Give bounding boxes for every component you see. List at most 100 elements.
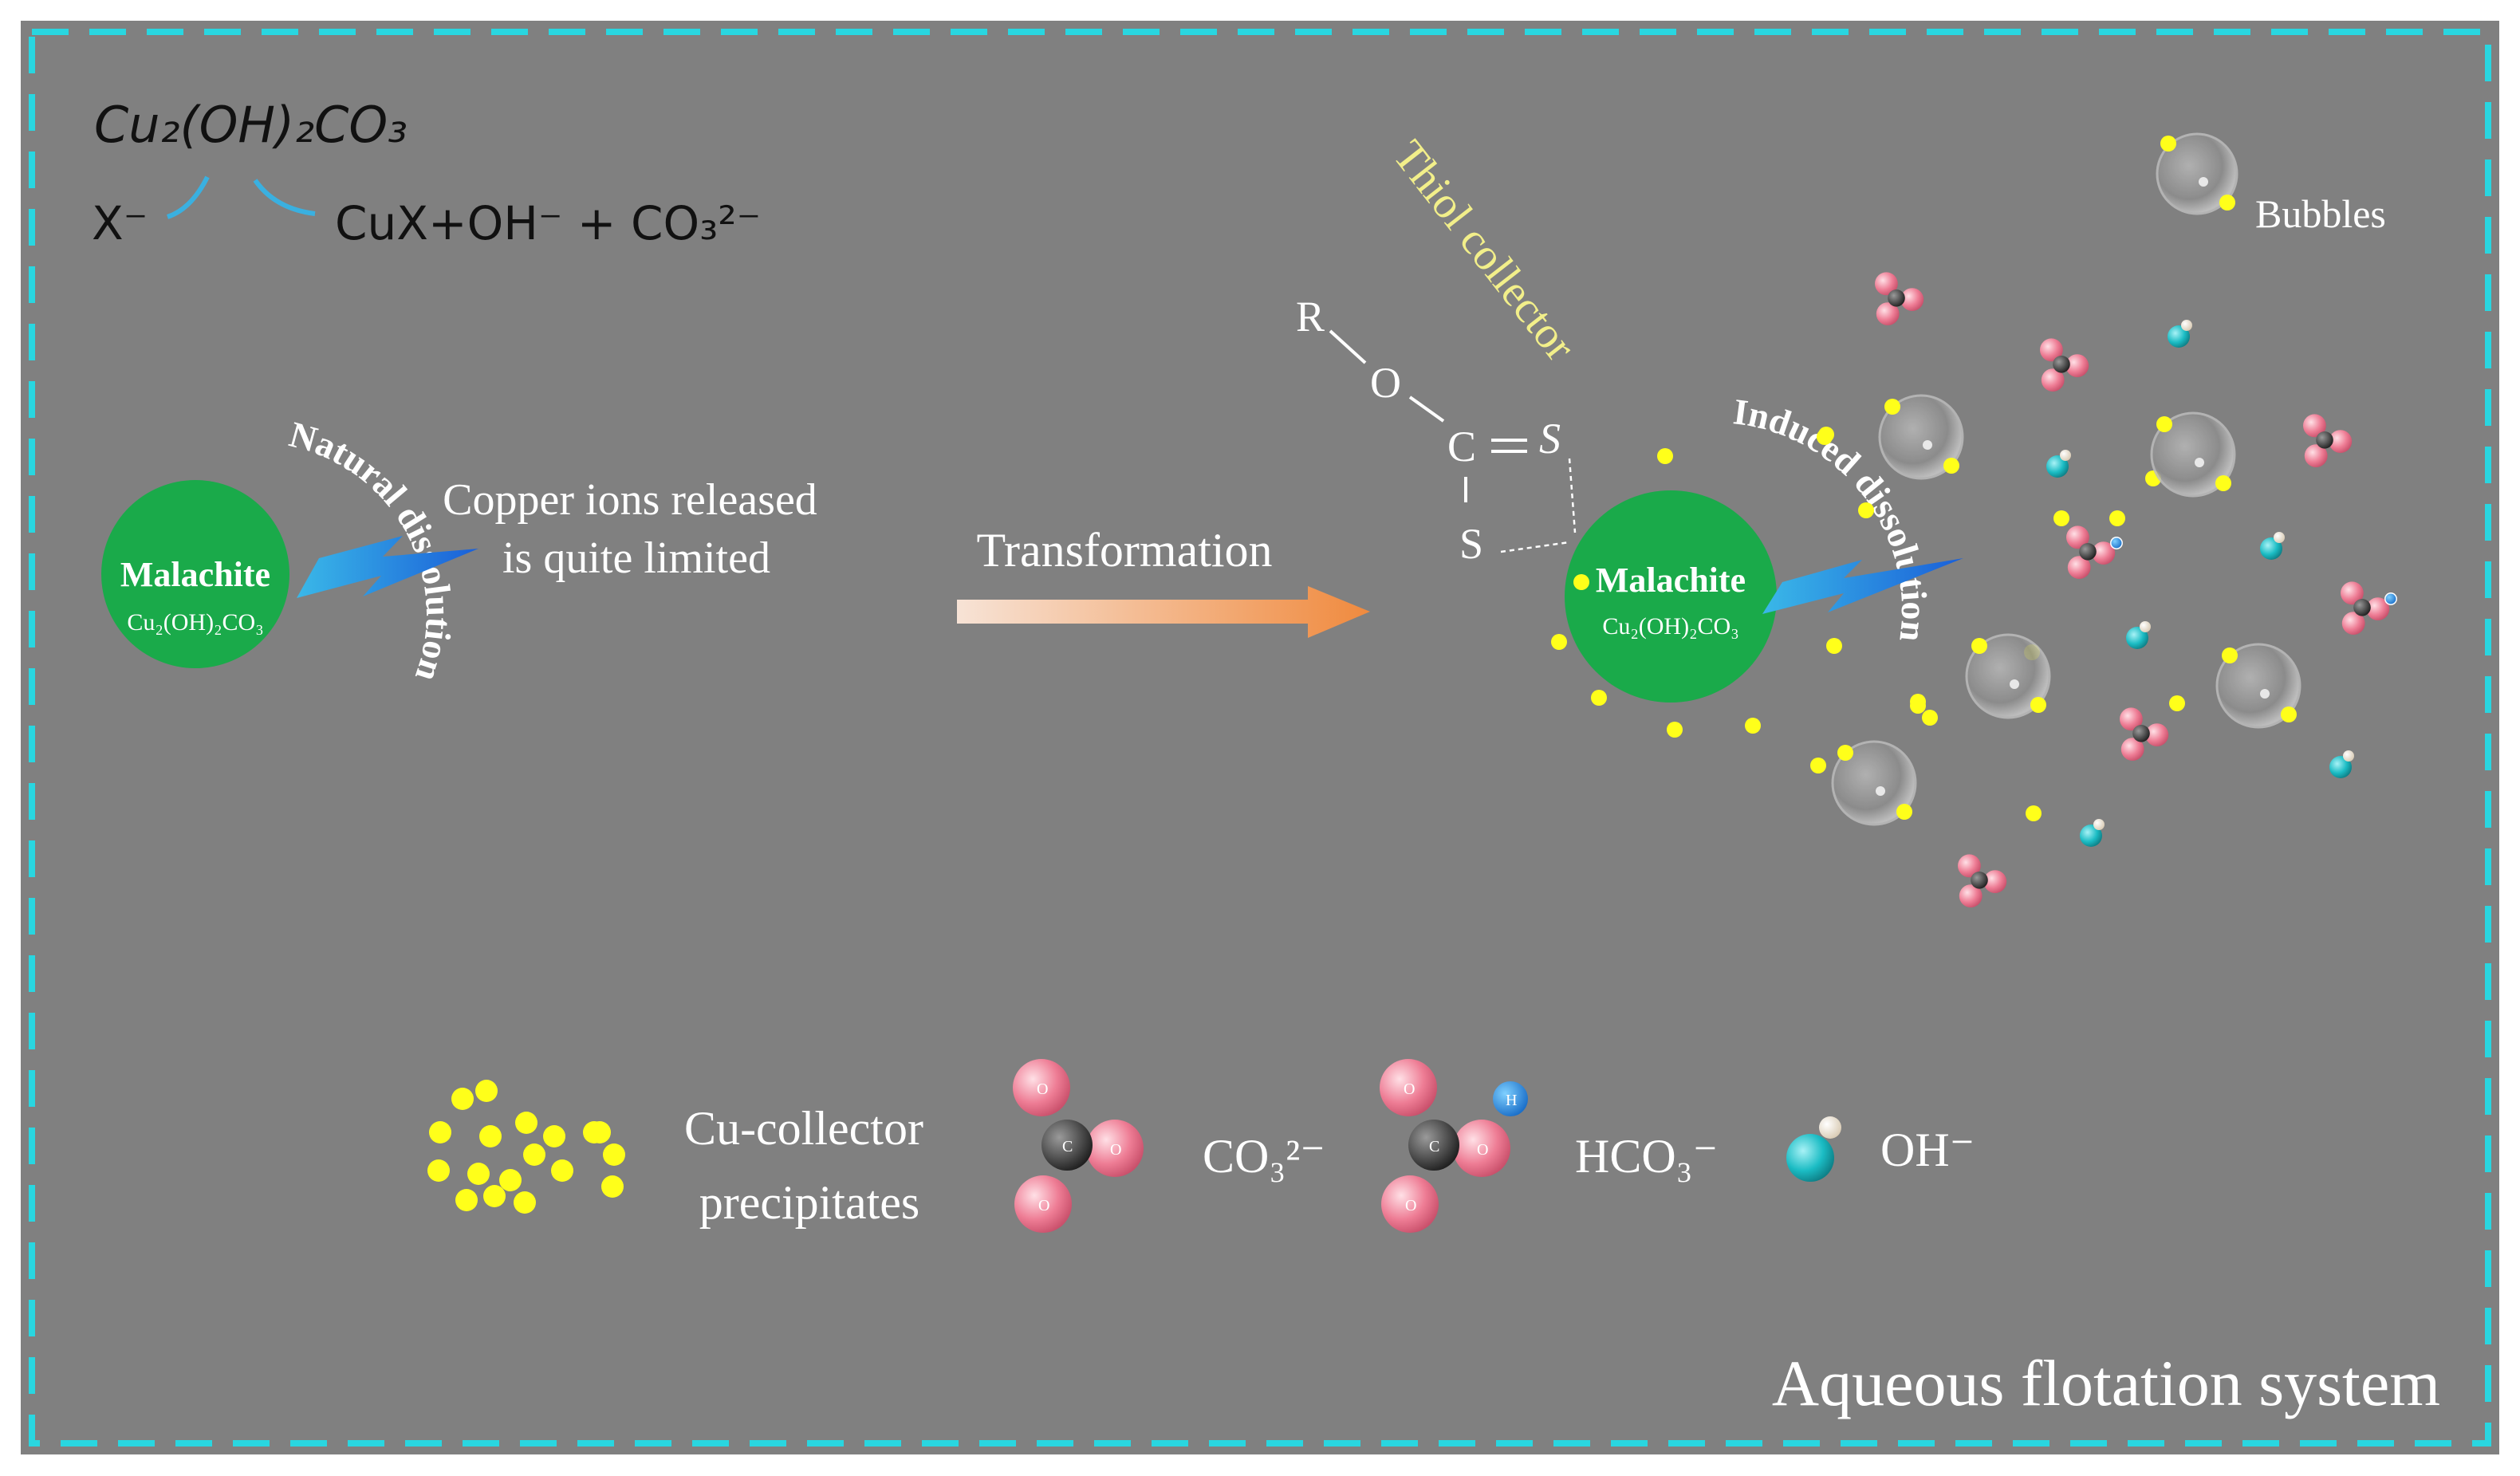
legend-carbonate-label: CO₃²⁻ (1203, 1130, 1325, 1183)
oxygen-atom (2329, 430, 2353, 453)
oxygen-atom (1959, 884, 1983, 907)
precipitate-dot (2222, 647, 2238, 663)
precipitate-dot (1910, 698, 1926, 714)
oxygen-atom (2066, 525, 2089, 549)
legend-oxygen-atom (1381, 1175, 1439, 1233)
precipitate-dot (1551, 634, 1567, 650)
oxygen-atom (2067, 556, 2091, 579)
oxygen-atom (2120, 707, 2143, 731)
legend-oxygen-atom (1380, 1059, 1437, 1116)
oh-oxygen-atom (2260, 537, 2282, 560)
hydrogen-atom (2384, 592, 2397, 605)
atom-o: O (1370, 359, 1401, 407)
collector-structure: R O C S S (1296, 293, 1577, 568)
oxygen-atom (2304, 444, 2328, 467)
hydroxide-ion (2329, 750, 2354, 778)
reaction-arrow-left (166, 175, 210, 219)
oh-hydrogen-atom (2060, 450, 2071, 461)
precipitate-dot (2281, 707, 2297, 722)
bubble-body (2156, 132, 2238, 215)
precipitate-dot (2156, 416, 2172, 432)
legend-hydrogen-atom (1493, 1081, 1528, 1116)
bubble (2215, 643, 2301, 729)
release-line2: is quite limited (502, 533, 770, 583)
carbonate-molecule (1875, 272, 1924, 325)
legend-carbon-atom (1041, 1120, 1093, 1171)
oh-hydrogen-atom (2093, 819, 2105, 830)
legend-precipitates-line2: precipitates (699, 1176, 920, 1229)
carbon-atom (1971, 872, 1988, 889)
precipitate-dot (1667, 722, 1683, 738)
carbonate-molecule (2303, 414, 2353, 467)
legend-oxygen-label: O (1477, 1141, 1488, 1159)
legend-oh-oxygen (1786, 1134, 1834, 1182)
bubble-highlight (1923, 440, 1932, 450)
legend-precipitate-dot (601, 1175, 624, 1198)
oxygen-atom (2041, 368, 2065, 392)
precipitate-dot (2109, 510, 2125, 526)
bubble-highlight (2010, 679, 2019, 689)
legend-precipitate-dot (467, 1163, 490, 1185)
legend-precipitate-dot (514, 1191, 536, 1214)
legend-precipitate-dot (589, 1121, 611, 1143)
precipitate-dot (1896, 804, 1912, 820)
precipitate-dot (1657, 448, 1673, 464)
bubble-body (1965, 633, 2051, 719)
oh-hydrogen-atom (2140, 621, 2151, 632)
precipitate-dot (1922, 710, 1938, 726)
release-line1: Copper ions released (443, 475, 817, 525)
precipitate-dot (1884, 399, 1900, 415)
oxygen-atom (2341, 612, 2365, 635)
oxygen-atom (2120, 738, 2144, 761)
legend-oxygen-atom (1014, 1175, 1072, 1233)
precipitate-dot (2169, 695, 2185, 711)
legend-oxygen-label: O (1405, 1197, 1416, 1214)
legend-precipitate-dot (543, 1125, 565, 1147)
oh-oxygen-atom (2080, 825, 2102, 847)
hydrogen-atom (2110, 537, 2123, 549)
bubble (1878, 394, 1964, 480)
precipitate-dot (1826, 638, 1842, 654)
bicarbonate-molecule (2341, 581, 2397, 635)
legend-precipitates-line1: Cu-collector (684, 1102, 923, 1155)
dashed-frame (29, 29, 2491, 1446)
precipitate-dot (2219, 195, 2235, 211)
legend-carbon-label: C (1062, 1138, 1073, 1155)
left-malachite: Malachite Cu₂(OH)₂CO₃ (101, 480, 289, 668)
bubble-highlight (2199, 177, 2208, 187)
legend-precipitate-dot (551, 1159, 573, 1182)
system-label: Aqueous flotation system (1772, 1347, 2440, 1419)
legend-oxygen-label: O (1037, 1080, 1048, 1098)
bubble-body (1878, 394, 1964, 480)
carbon-atom (2132, 725, 2150, 742)
legend-oxygen-label: O (1038, 1197, 1049, 1214)
hydroxide-ion (2168, 320, 2192, 348)
legend-precipitate-dot (523, 1143, 545, 1166)
hydroxide-ion (2046, 450, 2071, 478)
legend-precipitate-dot (603, 1143, 625, 1166)
precipitate-dot (1818, 427, 1834, 443)
precipitate-dot (1745, 718, 1761, 734)
precipitate-dot (2215, 475, 2231, 491)
legend-oh-hydrogen (1819, 1116, 1841, 1139)
oxygen-atom (1958, 854, 1981, 878)
legend-oxygen-atom (1086, 1120, 1144, 1177)
bond-r-o (1329, 329, 1367, 364)
precipitate-dot (1837, 745, 1853, 761)
legend-hydroxide-icon (1786, 1116, 1841, 1182)
precipitate-dot (2026, 805, 2042, 821)
legend-precipitate-dot (499, 1169, 522, 1191)
bubble-body (2215, 643, 2301, 729)
atom-s-bottom: S (1459, 520, 1483, 568)
legend-bicarbonate-label: HCO₃⁻ (1575, 1130, 1718, 1183)
legend-precipitate-dot (479, 1125, 502, 1147)
reaction-ion: X⁻ (92, 196, 148, 250)
precipitate-dot (2160, 136, 2176, 152)
transformation-label: Transformation (976, 524, 1272, 577)
bubble (2150, 411, 2236, 498)
legend-precipitate-dot (515, 1112, 537, 1134)
bubble-body (1831, 740, 1917, 826)
oxygen-atom (2341, 581, 2364, 605)
right-malachite-formula: Cu₂(OH)₂CO₃ (1602, 613, 1738, 640)
